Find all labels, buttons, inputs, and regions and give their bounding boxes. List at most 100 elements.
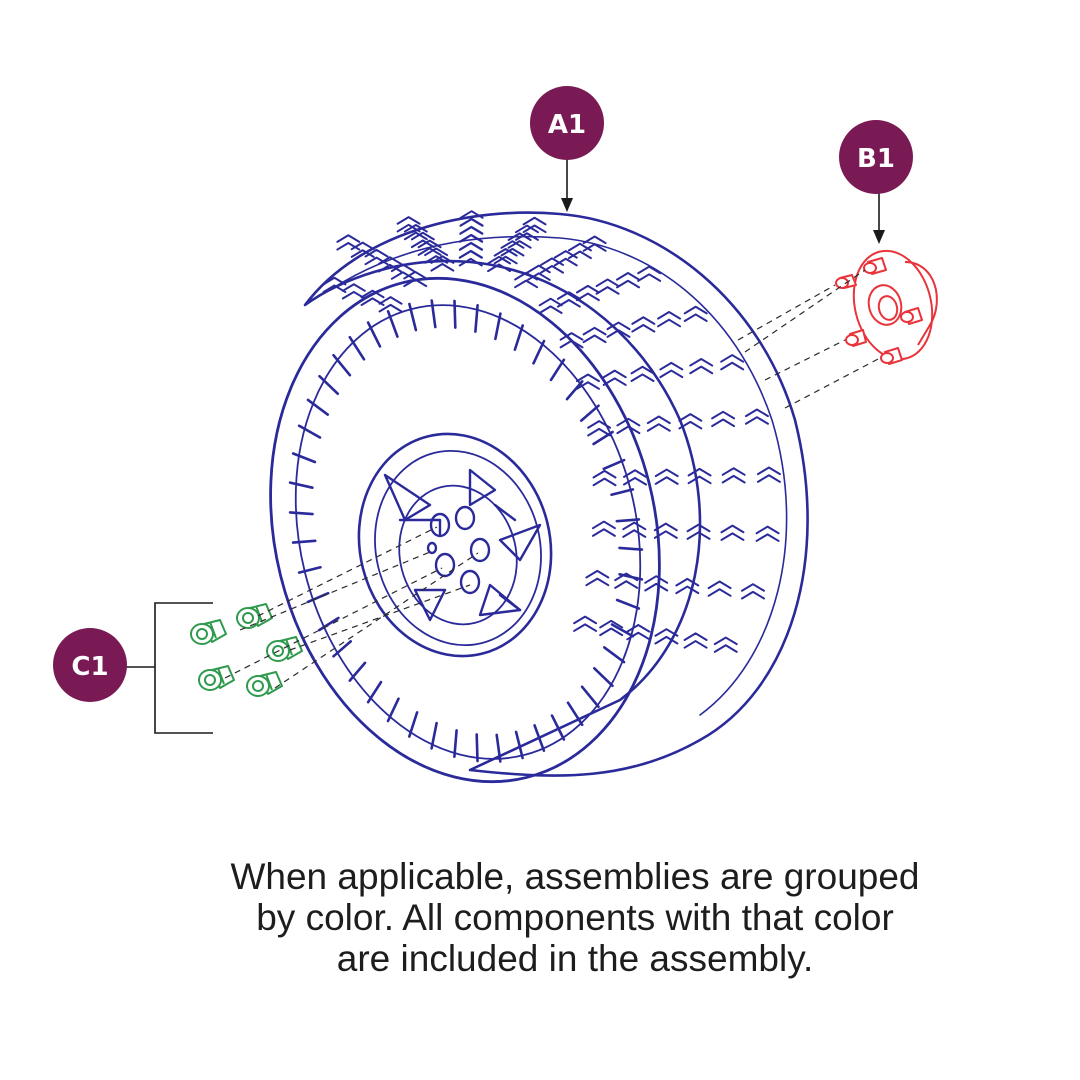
- lug-nut-icon: [190, 603, 303, 697]
- tread-lug: [587, 420, 612, 437]
- wheel-tire-icon: [269, 210, 809, 784]
- tread-lug: [659, 361, 684, 379]
- sidewall-rib: [386, 309, 399, 338]
- sidewall-rib: [291, 452, 317, 464]
- hub-icon: [835, 249, 938, 365]
- sidewall-rib: [580, 685, 600, 709]
- tread-lug: [538, 297, 563, 315]
- sidewall-rib: [332, 640, 353, 658]
- callout-c1-label: C1: [71, 652, 108, 682]
- tread-lug: [378, 296, 403, 313]
- callout-a1-label: A1: [548, 110, 586, 140]
- tread-lug: [573, 615, 598, 632]
- tread-lug: [540, 257, 565, 274]
- sidewall-rib: [348, 661, 367, 682]
- sidewall-rib: [494, 312, 502, 341]
- tread-lug: [487, 255, 512, 273]
- sidewall-rib: [288, 511, 314, 516]
- sidewall-rib: [318, 374, 340, 396]
- assembly-caption: When applicable, assemblies are grouped …: [140, 856, 1010, 979]
- sidewall-rib: [386, 697, 400, 723]
- tread-lug: [575, 284, 600, 302]
- lug-nut: [198, 665, 235, 691]
- tread-lug: [567, 242, 592, 260]
- caption-line-1: When applicable, assemblies are grouped: [230, 856, 920, 897]
- tread-lug: [595, 278, 620, 295]
- tread-lug: [582, 235, 607, 252]
- tread-lug: [623, 469, 648, 486]
- tread-lug: [553, 250, 578, 267]
- sidewall-rib: [306, 398, 330, 416]
- tread-lug: [336, 234, 361, 251]
- tread-lug: [507, 232, 532, 249]
- sidewall-rib: [533, 724, 546, 753]
- sidewall-rib: [615, 598, 641, 610]
- sidewall-rib: [332, 353, 352, 377]
- tread-lug: [602, 369, 627, 386]
- sidewall-rib: [430, 299, 437, 329]
- tread-lug: [606, 321, 631, 338]
- tread-lug: [654, 628, 679, 645]
- sidewall-rib: [366, 321, 382, 348]
- tread-lug: [720, 524, 745, 541]
- tread-lug: [686, 523, 711, 540]
- tread-lug: [675, 577, 700, 595]
- caption-line-2: by color. All components with that color: [256, 897, 894, 938]
- tread-lug: [654, 468, 679, 485]
- tread-lug: [678, 413, 703, 430]
- lug-nut: [266, 636, 303, 662]
- tread-lug: [683, 305, 708, 323]
- sidewall-rib: [610, 623, 635, 638]
- sidewall-rib: [474, 303, 479, 333]
- sidewall-rib: [549, 358, 566, 382]
- tread-lug: [410, 231, 435, 249]
- sidewall-rib: [348, 335, 366, 361]
- callout-c1: C1: [53, 628, 127, 702]
- tread-lug: [522, 216, 547, 234]
- callout-b1-label: B1: [857, 144, 895, 174]
- sidewall-rib: [318, 616, 340, 632]
- tread-lug: [713, 636, 738, 653]
- tread-lug: [755, 525, 780, 542]
- sidewall-rib: [288, 481, 314, 490]
- sidewall-rib: [618, 572, 644, 581]
- tread-lug: [582, 326, 607, 344]
- tread-lug: [740, 583, 765, 600]
- sidewall-rib: [297, 565, 322, 574]
- tread-lug: [459, 234, 484, 251]
- sidewall-rib: [550, 714, 566, 741]
- leader-arrows: [561, 158, 885, 244]
- tread-lug: [592, 469, 617, 487]
- sidewall-rib: [602, 646, 626, 664]
- tread-lug: [459, 210, 484, 227]
- tread-lug: [493, 248, 518, 265]
- tread-lug: [500, 240, 525, 257]
- sidewall-rib: [297, 424, 322, 439]
- tread-lug: [689, 357, 714, 375]
- tread-lug: [644, 575, 669, 592]
- sidewall-rib: [592, 666, 614, 688]
- sidewall-rib: [602, 458, 626, 471]
- sidewall-rib: [408, 302, 418, 332]
- tread-lug: [459, 218, 484, 235]
- tread-lug: [616, 272, 641, 289]
- tread-lug: [744, 408, 769, 425]
- tread-lug: [575, 373, 600, 390]
- tread-lug: [458, 242, 483, 259]
- tread-lug: [637, 265, 662, 282]
- sidewall-rib: [592, 430, 614, 446]
- lug-nut: [246, 671, 283, 697]
- sidewall-rib: [615, 518, 641, 523]
- tread-lug: [631, 316, 656, 333]
- sidewall-rib: [430, 721, 438, 750]
- tread-lug: [707, 580, 732, 597]
- tread-lug: [630, 365, 655, 383]
- sidewall-rib: [565, 380, 584, 401]
- tread-lug: [687, 467, 712, 485]
- tread-lug: [646, 415, 671, 432]
- sidewall-rib: [407, 711, 419, 738]
- sidewall-rib: [514, 730, 524, 760]
- sidewall-rib: [566, 701, 584, 727]
